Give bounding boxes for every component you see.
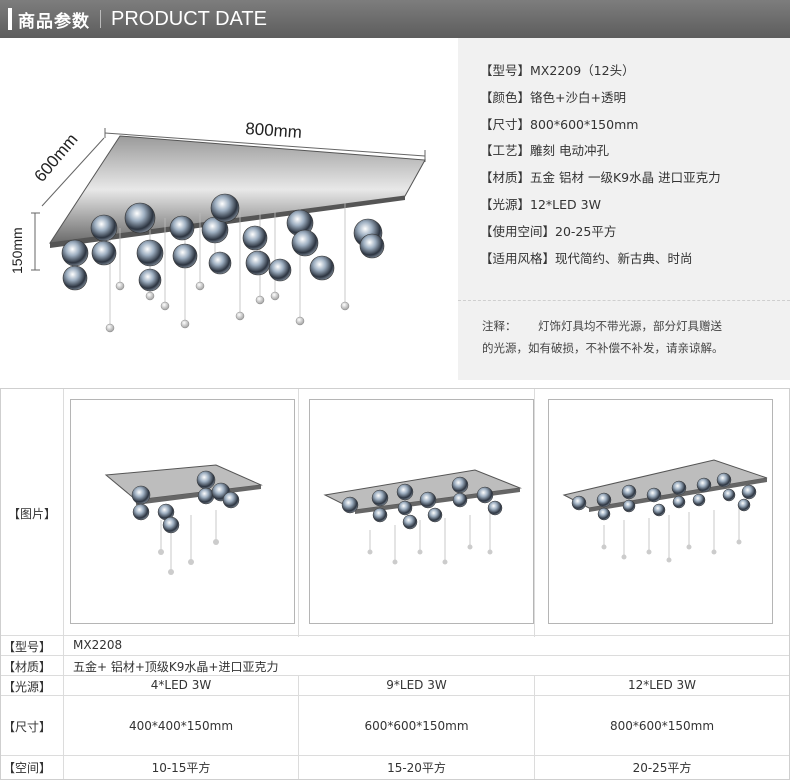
size-value-9: 600*600*150mm xyxy=(364,719,469,733)
spec-row-space: 【使用空间】20-25平方 xyxy=(480,223,617,239)
header-accent-bar xyxy=(8,8,12,30)
label-model: 【型号】 xyxy=(3,640,52,654)
light-value-4: 4*LED 3W xyxy=(150,678,212,692)
label-space: 【空间】 xyxy=(3,761,52,775)
chrome-ball-lights xyxy=(61,193,385,292)
section-header: 商品参数 PRODUCT DATE xyxy=(0,0,790,38)
width-dimension-label: 800mm xyxy=(245,119,303,142)
header-title-en: PRODUCT DATE xyxy=(111,7,267,30)
spec-row-process: 【工艺】雕刻 电动冲孔 xyxy=(480,143,609,159)
note-label: 注释： xyxy=(482,319,517,333)
spec-row-material: 【材质】五金 铝材 一级K9水晶 进口亚克力 xyxy=(480,170,721,186)
label-light-source: 【光源】 xyxy=(3,680,52,694)
label-image: 【图片】 xyxy=(7,507,56,521)
label-material: 【材质】 xyxy=(3,660,52,674)
note-line-1: 灯饰灯具均不带光源，部分灯具赠送 xyxy=(538,319,722,333)
light-value-9: 9*LED 3W xyxy=(386,678,447,692)
product-image-12-light xyxy=(548,399,773,624)
spec-row-light-source: 【光源】12*LED 3W xyxy=(480,196,601,212)
note-text: 注释： 灯饰灯具均不带光源，部分灯具赠送 的光源，如有破损，不补偿不补发，请亲谅解… xyxy=(482,315,772,359)
header-separator xyxy=(100,10,101,28)
label-size: 【尺寸】 xyxy=(3,720,52,734)
spec-dashed-divider xyxy=(458,300,790,301)
depth-dimension-line xyxy=(41,137,105,207)
height-dimension-label: 150mm xyxy=(9,227,25,274)
space-value-4: 10-15平方 xyxy=(151,761,211,775)
spec-row-model: 【型号】MX2209（12头） xyxy=(480,63,635,78)
product-drawing-panel: 800mm 600mm 150mm xyxy=(0,38,458,380)
chandelier-drawing: 800mm 600mm 150mm xyxy=(9,119,426,333)
size-value-12: 800*600*150mm xyxy=(609,719,715,733)
spec-list: 【型号】MX2209（12头） 【颜色】铬色+沙白+透明 【尺寸】800*600… xyxy=(480,58,721,272)
spec-panel: 【型号】MX2209（12头） 【颜色】铬色+沙白+透明 【尺寸】800*600… xyxy=(458,38,790,380)
table-vline xyxy=(63,389,64,779)
product-overview: 800mm 600mm 150mm xyxy=(0,38,790,380)
space-value-9: 15-20平方 xyxy=(387,761,446,775)
light-value-12: 12*LED 3W xyxy=(627,678,697,692)
space-value-12: 20-25平方 xyxy=(632,761,692,775)
header-title-cn: 商品参数 xyxy=(18,11,90,32)
size-value-4: 400*400*150mm xyxy=(128,719,234,733)
spec-row-color: 【颜色】铬色+沙白+透明 xyxy=(480,89,626,105)
spec-row-style: 【适用风格】现代简约、新古典、时尚 xyxy=(480,250,693,266)
width-dimension-line xyxy=(104,132,426,157)
depth-dimension-label: 600mm xyxy=(31,130,82,186)
product-image-4-light xyxy=(70,399,295,624)
product-image-9-light xyxy=(309,399,534,624)
note-line-2: 的光源，如有破损，不补偿不补发，请亲谅解。 xyxy=(482,341,724,355)
model-value: MX2208 xyxy=(73,638,123,652)
spec-row-size: 【尺寸】800*600*150mm xyxy=(480,116,639,132)
material-value: 五金+ 铝材+顶级K9水晶+进口亚克力 xyxy=(73,660,279,674)
model-comparison-table: 【图片】 xyxy=(0,388,790,780)
